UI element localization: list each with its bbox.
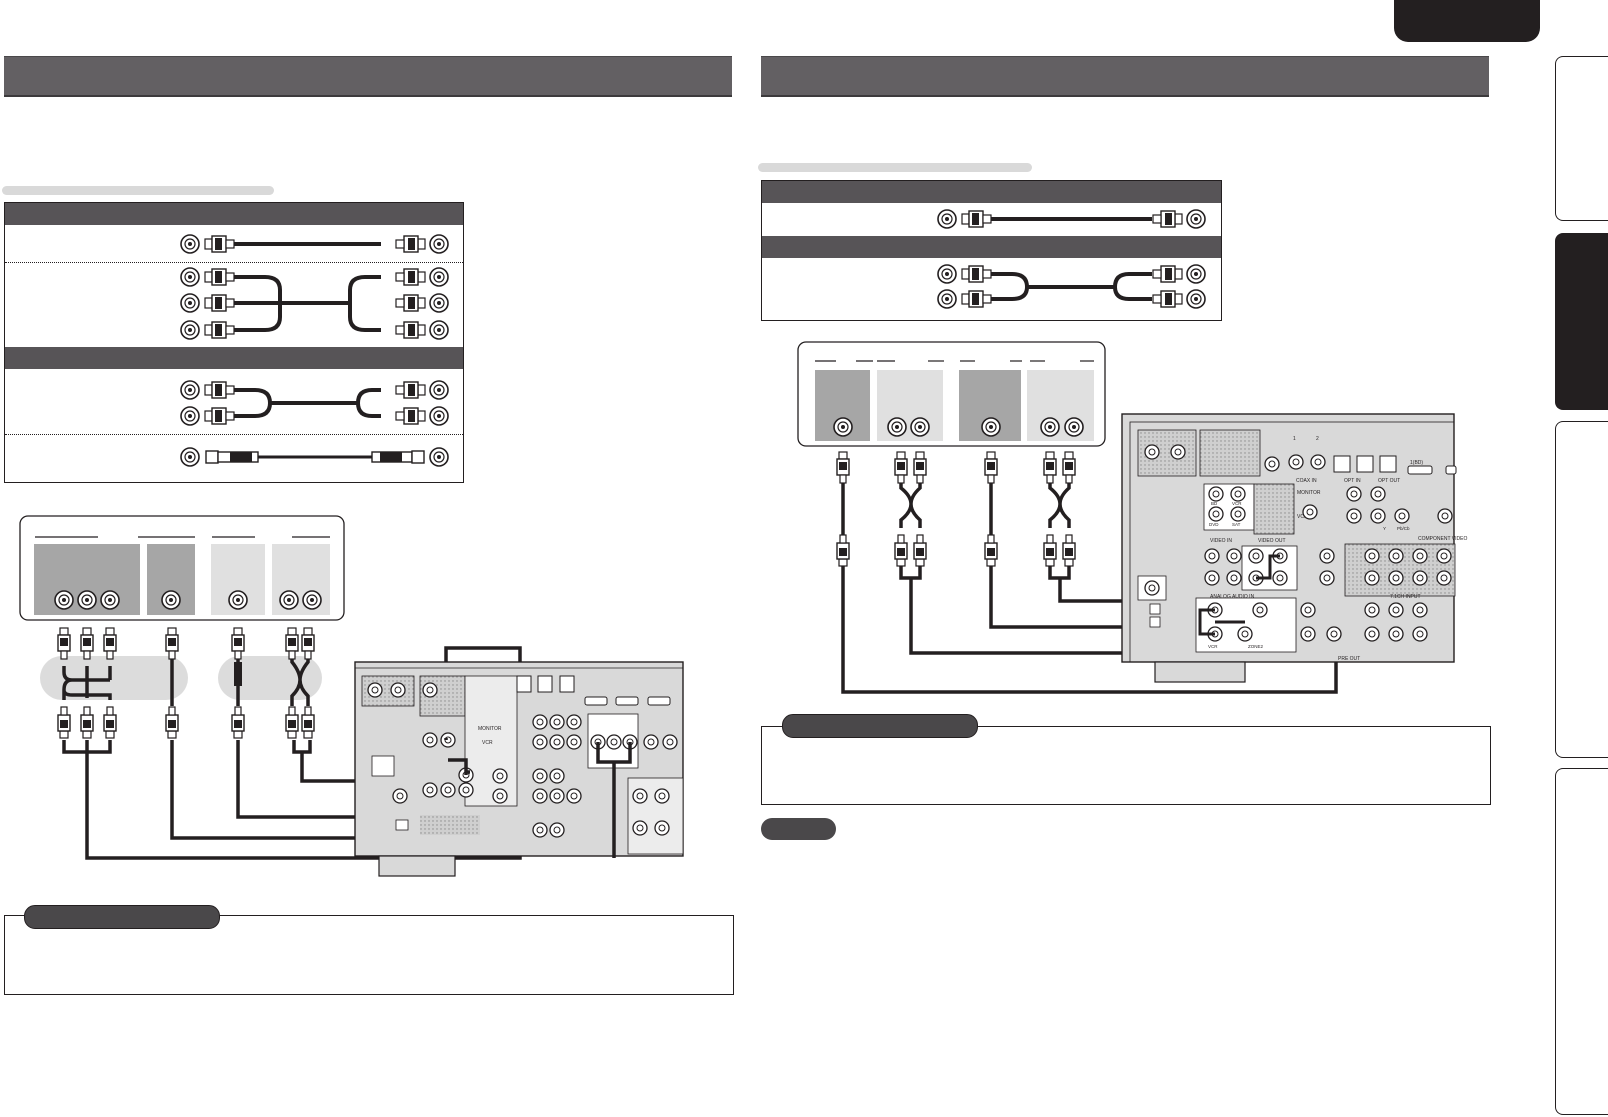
right-section-header	[761, 56, 1489, 97]
label-vcr: VCR	[482, 740, 493, 746]
side-tab-4[interactable]	[1555, 768, 1608, 1115]
page-corner-tab	[1394, 0, 1540, 42]
right-note-box	[761, 726, 1491, 805]
right-note-heading	[782, 714, 978, 738]
right-plugs	[836, 451, 1076, 567]
label-zone2: ZONE2	[1248, 644, 1264, 649]
side-tab-3[interactable]	[1555, 421, 1608, 758]
left-opt-ports	[516, 675, 575, 693]
label-pre-out: PRE OUT	[1338, 656, 1360, 662]
right-tip-label	[761, 818, 836, 840]
label-vcr-r: VCR	[1297, 514, 1308, 520]
label-sat-top: SAT	[1232, 522, 1241, 527]
label-video-in: VIDEO IN	[1210, 538, 1232, 544]
label-monitor: MONITOR	[478, 726, 502, 732]
left-hdmi-ports	[584, 696, 671, 706]
label-component-video: COMPONENT VIDEO	[1418, 536, 1467, 542]
component-cable-row	[180, 267, 449, 340]
row-divider	[5, 262, 463, 263]
video-cable-row	[180, 234, 449, 254]
side-tab-2[interactable]	[1555, 233, 1608, 410]
left-device-box	[19, 515, 345, 621]
label-opt-out: OPT OUT	[1378, 478, 1400, 484]
label-bd: BD	[1211, 501, 1218, 506]
right-video-cable-row	[937, 209, 1206, 229]
right-video-cable-head	[762, 181, 1221, 203]
label-coax-in: COAX IN	[1296, 478, 1317, 484]
left-receiver-panel: MONITOR VCR	[354, 661, 684, 877]
label-vcr-bottom: VCR	[1208, 644, 1218, 649]
label-num1: 1	[1293, 436, 1296, 442]
coax-cable-row	[180, 447, 449, 467]
left-adapter-oval-1	[40, 656, 188, 700]
right-audio-cable-row	[937, 264, 1206, 309]
left-note-heading	[24, 905, 220, 929]
left-audio-cables-head	[5, 347, 463, 369]
row-divider	[5, 434, 463, 435]
label-analog-audio-in: ANALOG AUDIO IN	[1210, 594, 1255, 600]
left-cable-table	[4, 202, 464, 483]
label-num2: 2	[1316, 436, 1319, 442]
label-ch-input: 7.1CH INPUT	[1390, 594, 1421, 600]
right-receiver-panel: 1 2 1(BD) COAX IN OPT IN OPT OUT BD VCR …	[1121, 413, 1467, 683]
label-dvd-top: DVD	[1209, 522, 1219, 527]
label-hdmi: 1(BD)	[1410, 460, 1423, 466]
label-pb: Pb/Cb	[1397, 526, 1410, 531]
label-vcr-top: VCR	[1232, 501, 1242, 506]
label-y: Y	[1383, 526, 1386, 531]
label-video-out: VIDEO OUT	[1258, 538, 1286, 544]
right-cables-pill	[758, 163, 1032, 172]
side-tab-1[interactable]	[1555, 56, 1608, 221]
left-cables-pill	[2, 186, 274, 195]
left-section-header	[4, 56, 732, 97]
right-audio-cable-head	[762, 236, 1221, 258]
label-opt-in: OPT IN	[1344, 478, 1361, 484]
right-device-box	[797, 341, 1106, 447]
audio-cable-row	[180, 380, 449, 426]
left-video-cables-head	[5, 203, 463, 225]
left-plugs	[57, 627, 315, 739]
label-monitor-r: MONITOR	[1297, 490, 1321, 496]
